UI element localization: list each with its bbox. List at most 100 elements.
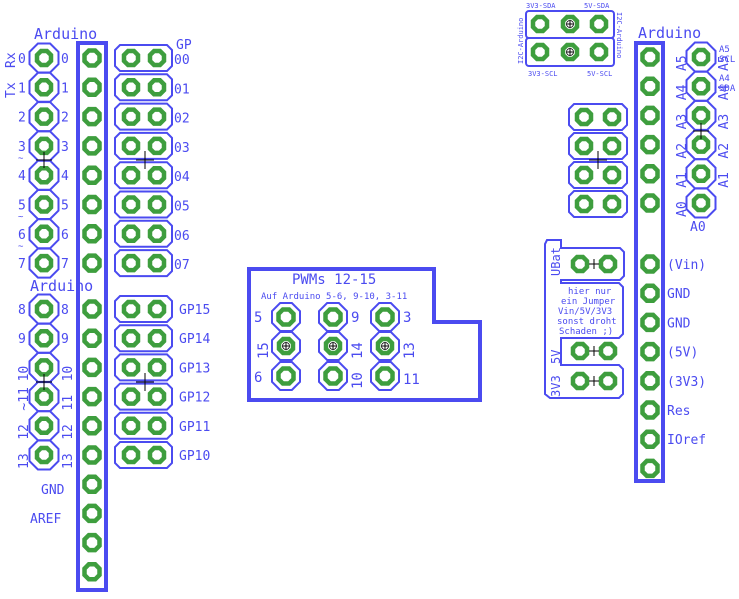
gp-label: 05 — [174, 200, 190, 215]
arduino-pin-outline — [28, 101, 60, 133]
analog-label-outer: A5 — [717, 55, 732, 71]
arduino-pin-outline — [28, 71, 60, 103]
gp-pin-pad-b — [147, 224, 167, 244]
gp-pin-outline — [114, 249, 173, 278]
pwm-label-bottom: 11 — [403, 372, 420, 388]
pin-label-right: 10 — [61, 366, 76, 382]
pin-label-left: 8 — [18, 303, 26, 318]
analog-pin-pad — [691, 106, 711, 125]
arduino-title-lower: Arduino — [30, 277, 93, 295]
jumper-note-line: Vin/5V/3V3 — [558, 307, 612, 317]
gp-pin-pad-b — [147, 416, 167, 436]
dual-pin-pad-a — [574, 107, 594, 127]
rx-label: Rx — [4, 52, 19, 68]
pwm-pin-outline — [370, 331, 400, 361]
analog-label-inner: A4 — [675, 84, 690, 100]
arduino-pin-pad — [34, 136, 54, 156]
pin-label-left: 3 — [18, 140, 26, 155]
long-header-pad — [82, 562, 102, 582]
analog-pin-outline — [685, 70, 717, 102]
dual-pin-pad-b — [602, 107, 622, 127]
jumper-block-outline — [544, 239, 625, 399]
pin-label-left: 1 — [18, 81, 26, 96]
analog-pin-pad — [691, 193, 711, 213]
pin-label-left: 4 — [18, 169, 26, 184]
jumper-pad-a — [570, 341, 590, 361]
label-3v3: 3V3 — [549, 375, 563, 397]
pin-label-right: 12 — [61, 424, 76, 440]
right-header-pad — [640, 283, 660, 303]
analog-label-outer: A3 — [717, 114, 732, 130]
pin-label-right: 0 — [61, 52, 69, 67]
i2c-side-label-left: I2C-Arduino — [517, 18, 525, 64]
gp-label: 07 — [174, 258, 190, 273]
power-label: (Vin) — [667, 258, 706, 273]
pin-label-right: 11 — [61, 395, 76, 411]
i2c-3v3-scl-label: 3V3-SCL — [528, 70, 558, 78]
i2c-pad — [530, 42, 550, 62]
power-label: GND — [667, 287, 691, 302]
power-label: (3V3) — [667, 375, 706, 390]
long-header-pad — [82, 474, 102, 494]
dual-pin-outline — [568, 161, 628, 189]
arduino-pin-outline — [28, 322, 60, 354]
right-header-pad — [640, 76, 660, 96]
gp-pin-pad-a — [121, 48, 141, 68]
gp-label: GP10 — [179, 449, 210, 464]
long-header-pad — [82, 532, 102, 553]
arduino-pin-pad — [34, 445, 54, 465]
gp-pin-pad-b — [147, 165, 167, 185]
pwm-pin-outline — [318, 361, 348, 391]
aref-label: AREF — [30, 512, 61, 527]
pwm-block-outline — [247, 267, 482, 402]
gp-label: 00 — [174, 53, 190, 68]
gp-label: 03 — [174, 141, 190, 156]
pin-label-left: 5 — [18, 199, 26, 214]
pwm-title: PWMs 12-15 — [292, 272, 376, 288]
gp-label: GP14 — [179, 332, 210, 347]
i2c-3v3-sda-label: 3V3-SDA — [526, 2, 556, 10]
ubat-label: UBat — [549, 247, 563, 276]
pwm-pin-pad — [375, 366, 395, 386]
pwm-label-top: 5 — [254, 310, 262, 326]
jumper-note-line: ein Jumper — [561, 297, 616, 307]
gp-label: 02 — [174, 112, 190, 127]
gp-pin-outline — [114, 131, 173, 160]
pwm-pin-outline — [271, 302, 301, 332]
arduino-pin-outline — [28, 439, 60, 471]
long-header-pad — [82, 194, 102, 215]
long-header-pad — [82, 136, 102, 156]
analog-label-inner: A0 — [675, 201, 690, 217]
long-header-pad — [82, 48, 102, 68]
gp-pin-outline — [114, 324, 173, 353]
jumper-pad-a — [570, 371, 590, 391]
pwm-pin-pad — [276, 307, 296, 327]
gp-pin-pad-b — [147, 136, 167, 156]
pin-label-left: 7 — [18, 257, 26, 272]
pwm-pin-outline — [318, 302, 348, 332]
gp-pin-pad-a — [121, 107, 141, 126]
pin-label-left: 12 — [17, 424, 32, 440]
label-5v: 5V — [549, 350, 563, 364]
pin-label-left: 6 — [18, 228, 26, 243]
pin-label-left: 9 — [18, 332, 26, 347]
long-header-pad — [82, 224, 102, 244]
pwm-label-bottom: 10 — [350, 372, 366, 389]
right-header-pad — [640, 371, 660, 391]
gp-pin-pad-a — [121, 387, 141, 406]
tx-label: Tx — [4, 82, 19, 98]
pwm-pin-pad — [323, 366, 343, 386]
dual-pin-pad-b — [602, 136, 622, 156]
arduino-pin-pad — [34, 387, 54, 406]
analog-pin-pad — [691, 135, 711, 154]
gp-pin-pad-b — [147, 445, 167, 465]
right-header-pad — [640, 429, 660, 449]
gp-label: GP15 — [179, 303, 210, 318]
pwm-label-bottom: 6 — [254, 370, 262, 386]
arduino-pin-pad — [34, 78, 54, 97]
gp-pin-pad-b — [147, 48, 167, 68]
pwm-mid-pad — [375, 336, 395, 356]
right-header-pad — [640, 193, 660, 213]
pwm-label-mid: 13 — [402, 342, 418, 359]
dual-pin-pad-b — [602, 165, 622, 185]
